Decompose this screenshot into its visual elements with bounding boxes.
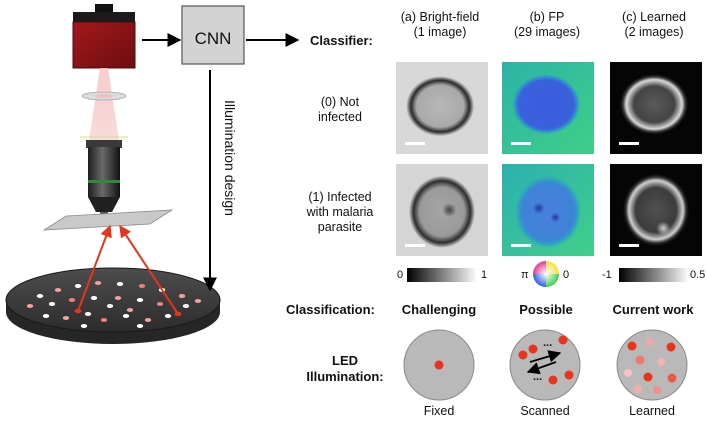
- image-learned-not-infected: [610, 62, 702, 154]
- led-dot: [164, 314, 172, 318]
- led-dot: [68, 298, 76, 302]
- led-pattern-scanned-label: Scanned: [520, 404, 570, 418]
- learned-colorbar-min: -1: [602, 269, 612, 281]
- fp-colorbar-min: π: [521, 269, 529, 281]
- image-fp-infected: [502, 164, 594, 256]
- led-dot: [116, 282, 124, 286]
- led-dot: [122, 314, 130, 318]
- image-learned-infected: [610, 164, 702, 256]
- light-beam: [80, 68, 128, 140]
- led-dot: [194, 299, 202, 303]
- objective-lens: [86, 140, 122, 215]
- led-dot: [84, 312, 92, 316]
- led-dot: [48, 302, 56, 306]
- led-dot: [106, 304, 114, 308]
- camera-icon: [72, 4, 136, 69]
- led-dot: [156, 302, 164, 306]
- cnn-box: [181, 5, 245, 65]
- led-dot: [26, 304, 34, 308]
- column-title-learned: (c) Learned(2 images): [622, 10, 686, 39]
- image-brightfield-infected: [396, 164, 488, 256]
- led-dot: [144, 318, 152, 322]
- image-fp-not-infected: [502, 62, 594, 154]
- illumination-rays: [77, 224, 179, 315]
- learned-colorbar: [619, 268, 689, 282]
- led-dot: [126, 308, 134, 312]
- illumination-design-label: Illumination design: [222, 100, 238, 216]
- led-dot: [136, 324, 144, 328]
- brightfield-colorbar: [407, 268, 477, 282]
- image-brightfield-not-infected: [396, 62, 488, 154]
- led-dot: [54, 288, 62, 292]
- led-array-disk: [5, 267, 221, 344]
- learned-colorbar-max: 0.5: [690, 269, 706, 281]
- led-dot: [178, 294, 186, 298]
- fp-colorbar-max: 0: [563, 269, 570, 281]
- led-dot: [62, 316, 70, 320]
- led-dot: [136, 298, 144, 302]
- cnn-label: CNN: [194, 29, 232, 48]
- scanned-ellipsis-bottom: ...: [533, 371, 543, 383]
- column-title-brightfield: (a) Bright-field(1 image): [400, 10, 480, 39]
- led-pattern-scanned: [509, 329, 581, 401]
- led-dot: [36, 294, 44, 298]
- led-dot: [42, 314, 50, 318]
- led-dot: [138, 284, 146, 288]
- bf-colorbar-min: 0: [397, 269, 404, 281]
- led-dot: [182, 304, 190, 308]
- led-pattern-fixed: [403, 329, 475, 401]
- classification-fp: Possible: [519, 302, 573, 317]
- column-title-fp: (b) FP(29 images): [514, 10, 580, 39]
- sample-slide: [42, 209, 174, 231]
- classifier-label: Classifier:: [310, 33, 373, 48]
- bf-colorbar-max: 1: [481, 269, 488, 281]
- classification-learned: Current work: [612, 302, 694, 317]
- led-dot: [94, 281, 102, 285]
- led-dot: [90, 296, 98, 300]
- phase-colorwheel-icon: [533, 261, 559, 287]
- scanned-ellipsis-top: ...: [543, 337, 553, 349]
- led-dot: [74, 284, 82, 288]
- classification-label: Classification:: [286, 302, 375, 317]
- classification-bf: Challenging: [401, 302, 477, 317]
- led-dot: [114, 296, 122, 300]
- led-dot: [80, 324, 88, 328]
- led-pattern-learned: [616, 329, 688, 401]
- led-pattern-learned-label: Learned: [629, 404, 675, 418]
- led-pattern-fixed-label: Fixed: [423, 404, 455, 418]
- led-dot: [100, 318, 108, 322]
